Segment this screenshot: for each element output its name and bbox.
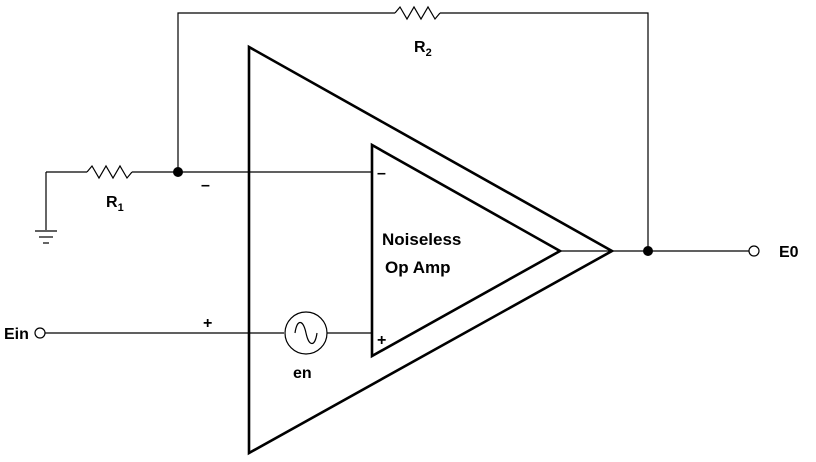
r1-resistor: [86, 164, 133, 180]
output-terminal: [748, 245, 760, 257]
noise-source-icon: [284, 311, 328, 355]
inner-amp-label-line2: Op Amp: [385, 258, 450, 277]
r2-resistor: [394, 5, 441, 21]
feedback-wire: [177, 12, 395, 172]
inner-minus-sign: –: [377, 165, 386, 182]
outer-op-amp-triangle: [247, 44, 615, 456]
output-label: E0: [779, 244, 799, 261]
inner-amp-label-line1: Noiseless: [382, 230, 461, 249]
outer-minus-sign: –: [201, 177, 210, 194]
inner-plus-sign: +: [377, 332, 386, 349]
ground-icon: [35, 230, 57, 244]
input-label: Ein: [4, 326, 29, 343]
inverting-junction-dot: [173, 167, 183, 177]
inner-op-amp-triangle: [370, 142, 563, 359]
noise-source-label: en: [293, 365, 312, 382]
r1-label: R1: [106, 194, 124, 214]
r2-label: R2: [414, 39, 432, 59]
input-terminal: [34, 327, 46, 339]
outer-plus-sign: +: [203, 315, 212, 332]
feedback-wire-right: [440, 12, 649, 251]
